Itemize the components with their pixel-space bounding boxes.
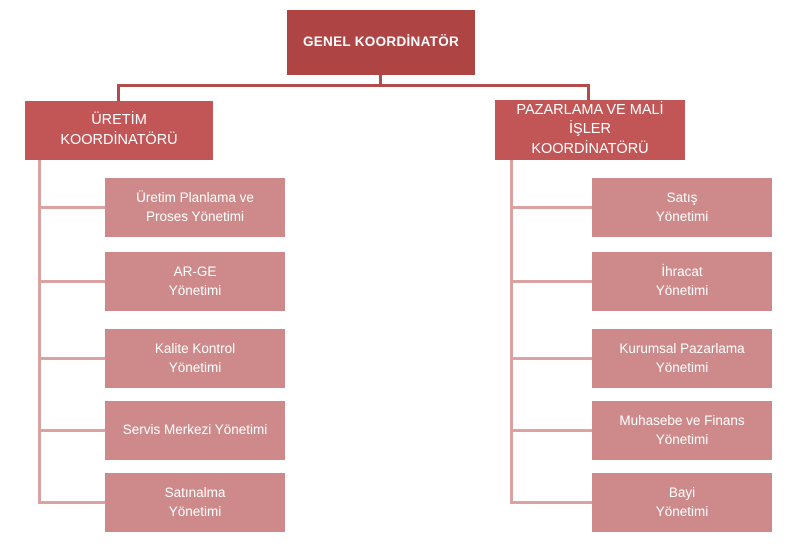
org-node-uretim-koordinatoru[interactable]: ÜRETİM KOORDİNATÖRÜ — [25, 101, 213, 160]
org-node-label: Bayi Yönetimi — [655, 485, 709, 519]
org-node-kurumsal-pazarlama[interactable]: Kurumsal Pazarlama Yönetimi — [592, 329, 772, 388]
connector-branch-left-1 — [38, 206, 105, 209]
org-node-satis[interactable]: Satış Yönetimi — [592, 178, 772, 237]
connector-branch-right-3 — [510, 357, 592, 360]
org-node-label: ÜRETİM KOORDİNATÖRÜ — [60, 111, 178, 148]
org-node-label: Kurumsal Pazarlama Yönetimi — [619, 341, 745, 375]
connector-branch-right-1 — [510, 206, 592, 209]
org-node-ihracat[interactable]: İhracat Yönetimi — [592, 252, 772, 311]
connector-branch-left-3 — [38, 357, 105, 360]
org-node-genel-koordinator[interactable]: GENEL KOORDİNATÖR — [287, 10, 475, 75]
connector-root-stub — [379, 75, 382, 87]
org-node-pazarlama-mali-isler-koordinatoru[interactable]: PAZARLAMA VE MALİ İŞLER KOORDİNATÖRÜ — [495, 100, 685, 160]
connector-branch-left-4 — [38, 429, 105, 432]
org-node-label: PAZARLAMA VE MALİ İŞLER KOORDİNATÖRÜ — [516, 101, 664, 157]
connector-branch-right-2 — [510, 280, 592, 283]
connector-root-hline — [117, 84, 590, 87]
connector-bracket-left — [38, 160, 41, 504]
org-node-label: GENEL KOORDİNATÖR — [302, 34, 460, 50]
org-node-label: AR-GE Yönetimi — [168, 264, 222, 298]
connector-branch-right-5 — [510, 501, 592, 504]
org-node-satinalma[interactable]: Satınalma Yönetimi — [105, 473, 285, 532]
connector-bracket-right — [510, 158, 513, 504]
connector-drop-left — [117, 84, 120, 102]
org-node-ar-ge[interactable]: AR-GE Yönetimi — [105, 252, 285, 311]
org-node-label: Satış Yönetimi — [655, 190, 709, 224]
org-node-label: Servis Merkezi Yönetimi — [122, 422, 268, 438]
org-node-servis-merkezi[interactable]: Servis Merkezi Yönetimi — [105, 401, 285, 460]
connector-branch-right-4 — [510, 429, 592, 432]
org-node-label: Kalite Kontrol Yönetimi — [154, 341, 236, 375]
org-node-label: Üretim Planlama ve Proses Yönetimi — [136, 190, 254, 224]
org-node-kalite-kontrol[interactable]: Kalite Kontrol Yönetimi — [105, 329, 285, 388]
org-node-uretim-planlama-proses[interactable]: Üretim Planlama ve Proses Yönetimi — [105, 178, 285, 237]
org-node-label: Muhasebe ve Finans Yönetimi — [619, 413, 745, 447]
connector-branch-left-5 — [38, 501, 105, 504]
org-node-bayi[interactable]: Bayi Yönetimi — [592, 473, 772, 532]
connector-drop-right — [587, 84, 590, 101]
connector-branch-left-2 — [38, 280, 105, 283]
org-node-label: Satınalma Yönetimi — [164, 485, 226, 519]
org-node-label: İhracat Yönetimi — [655, 264, 709, 298]
org-node-muhasebe-finans[interactable]: Muhasebe ve Finans Yönetimi — [592, 401, 772, 460]
